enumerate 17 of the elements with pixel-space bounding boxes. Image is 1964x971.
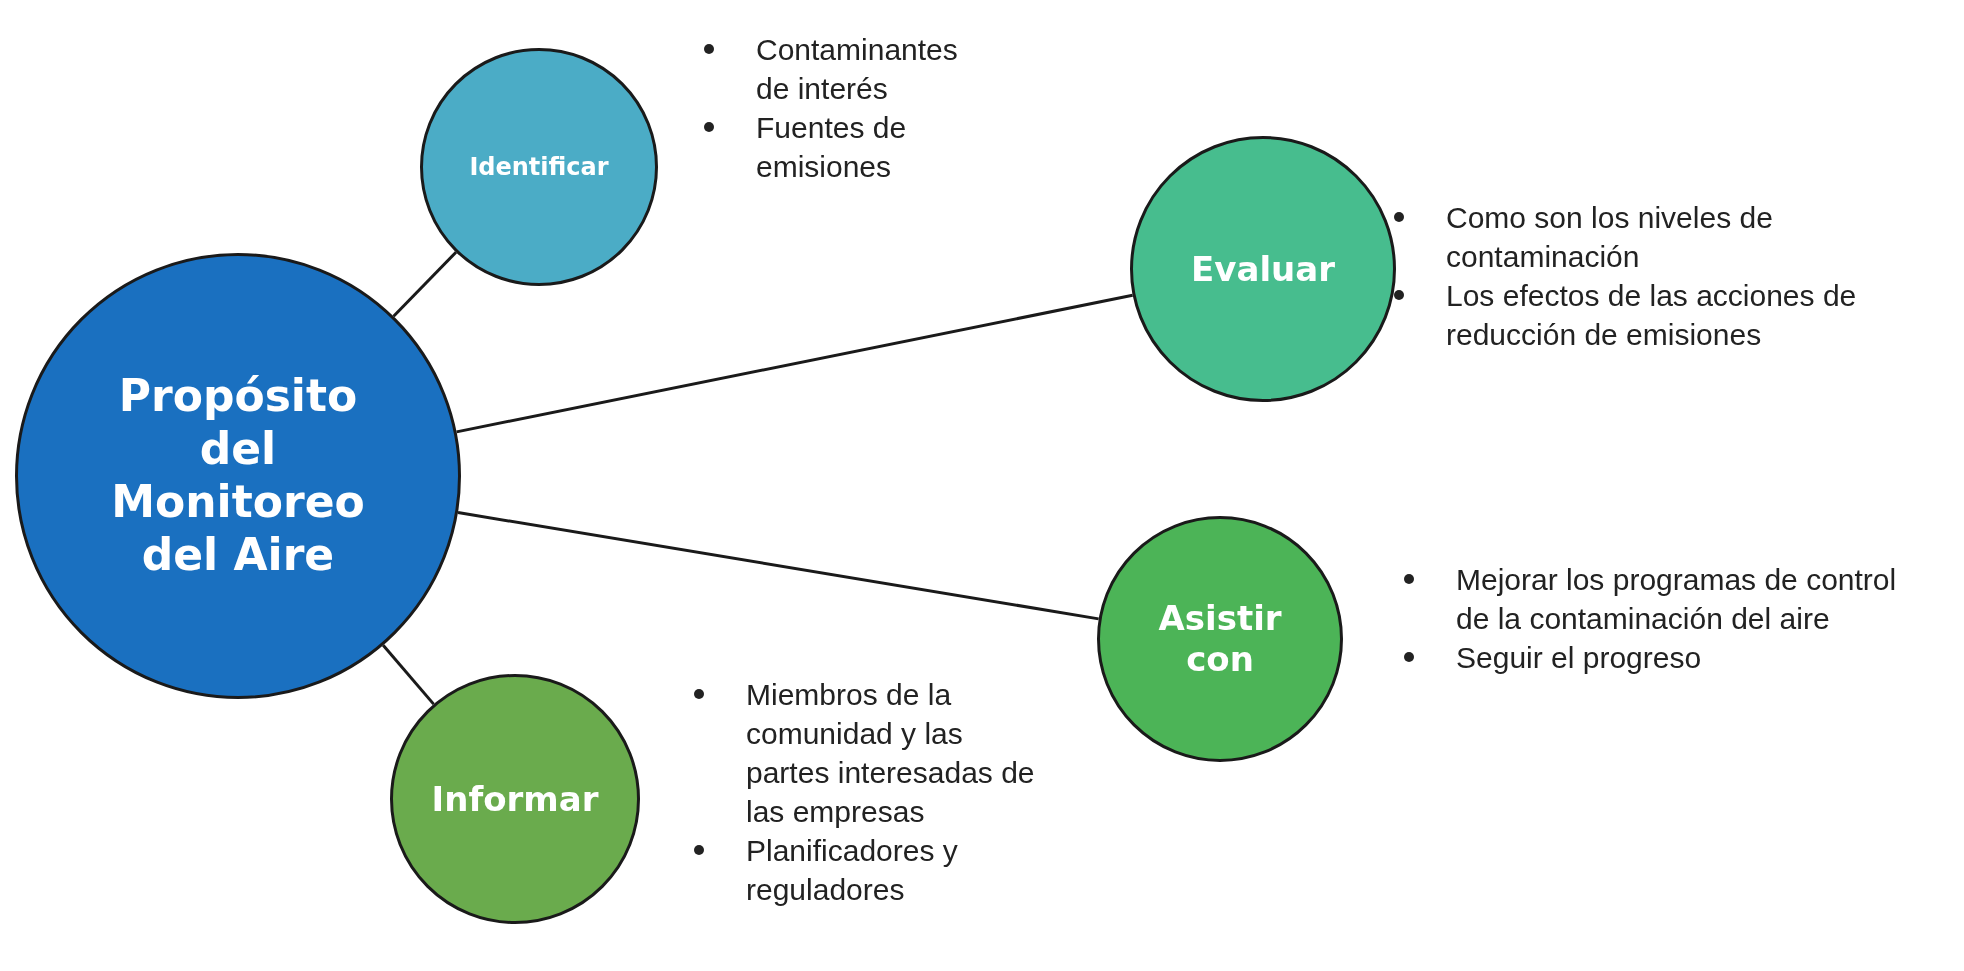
- bullet-item: Seguir el progreso: [1456, 641, 1702, 674]
- bullet-item: Contaminantes de interés: [756, 33, 958, 105]
- bullet-item: Fuentes de emisiones: [756, 111, 907, 183]
- node-label: Propósito del Monitoreo del Aire: [110, 370, 366, 582]
- connector-line: [457, 511, 1099, 621]
- connector-line: [392, 251, 458, 318]
- node-label: Asistir con: [1157, 598, 1283, 680]
- bullet-item: Mejorar los programas de control de la contaminación del aire: [1456, 563, 1897, 635]
- bullet-item: Como son los niveles de contaminación: [1446, 201, 1773, 273]
- bullet-item: Los efectos de las acciones de reducción de emisiones: [1446, 279, 1857, 351]
- node-label: Evaluar: [1191, 248, 1335, 290]
- connector-line: [456, 293, 1133, 434]
- bullet-item: Planificadores y reguladores: [746, 834, 958, 906]
- connector-line: [382, 644, 435, 706]
- node-label: Identificar: [469, 152, 609, 182]
- node-label: Informar: [431, 778, 599, 820]
- bullet-item: Miembros de la comunidad y las partes interesadas de las empresas: [746, 678, 1035, 828]
